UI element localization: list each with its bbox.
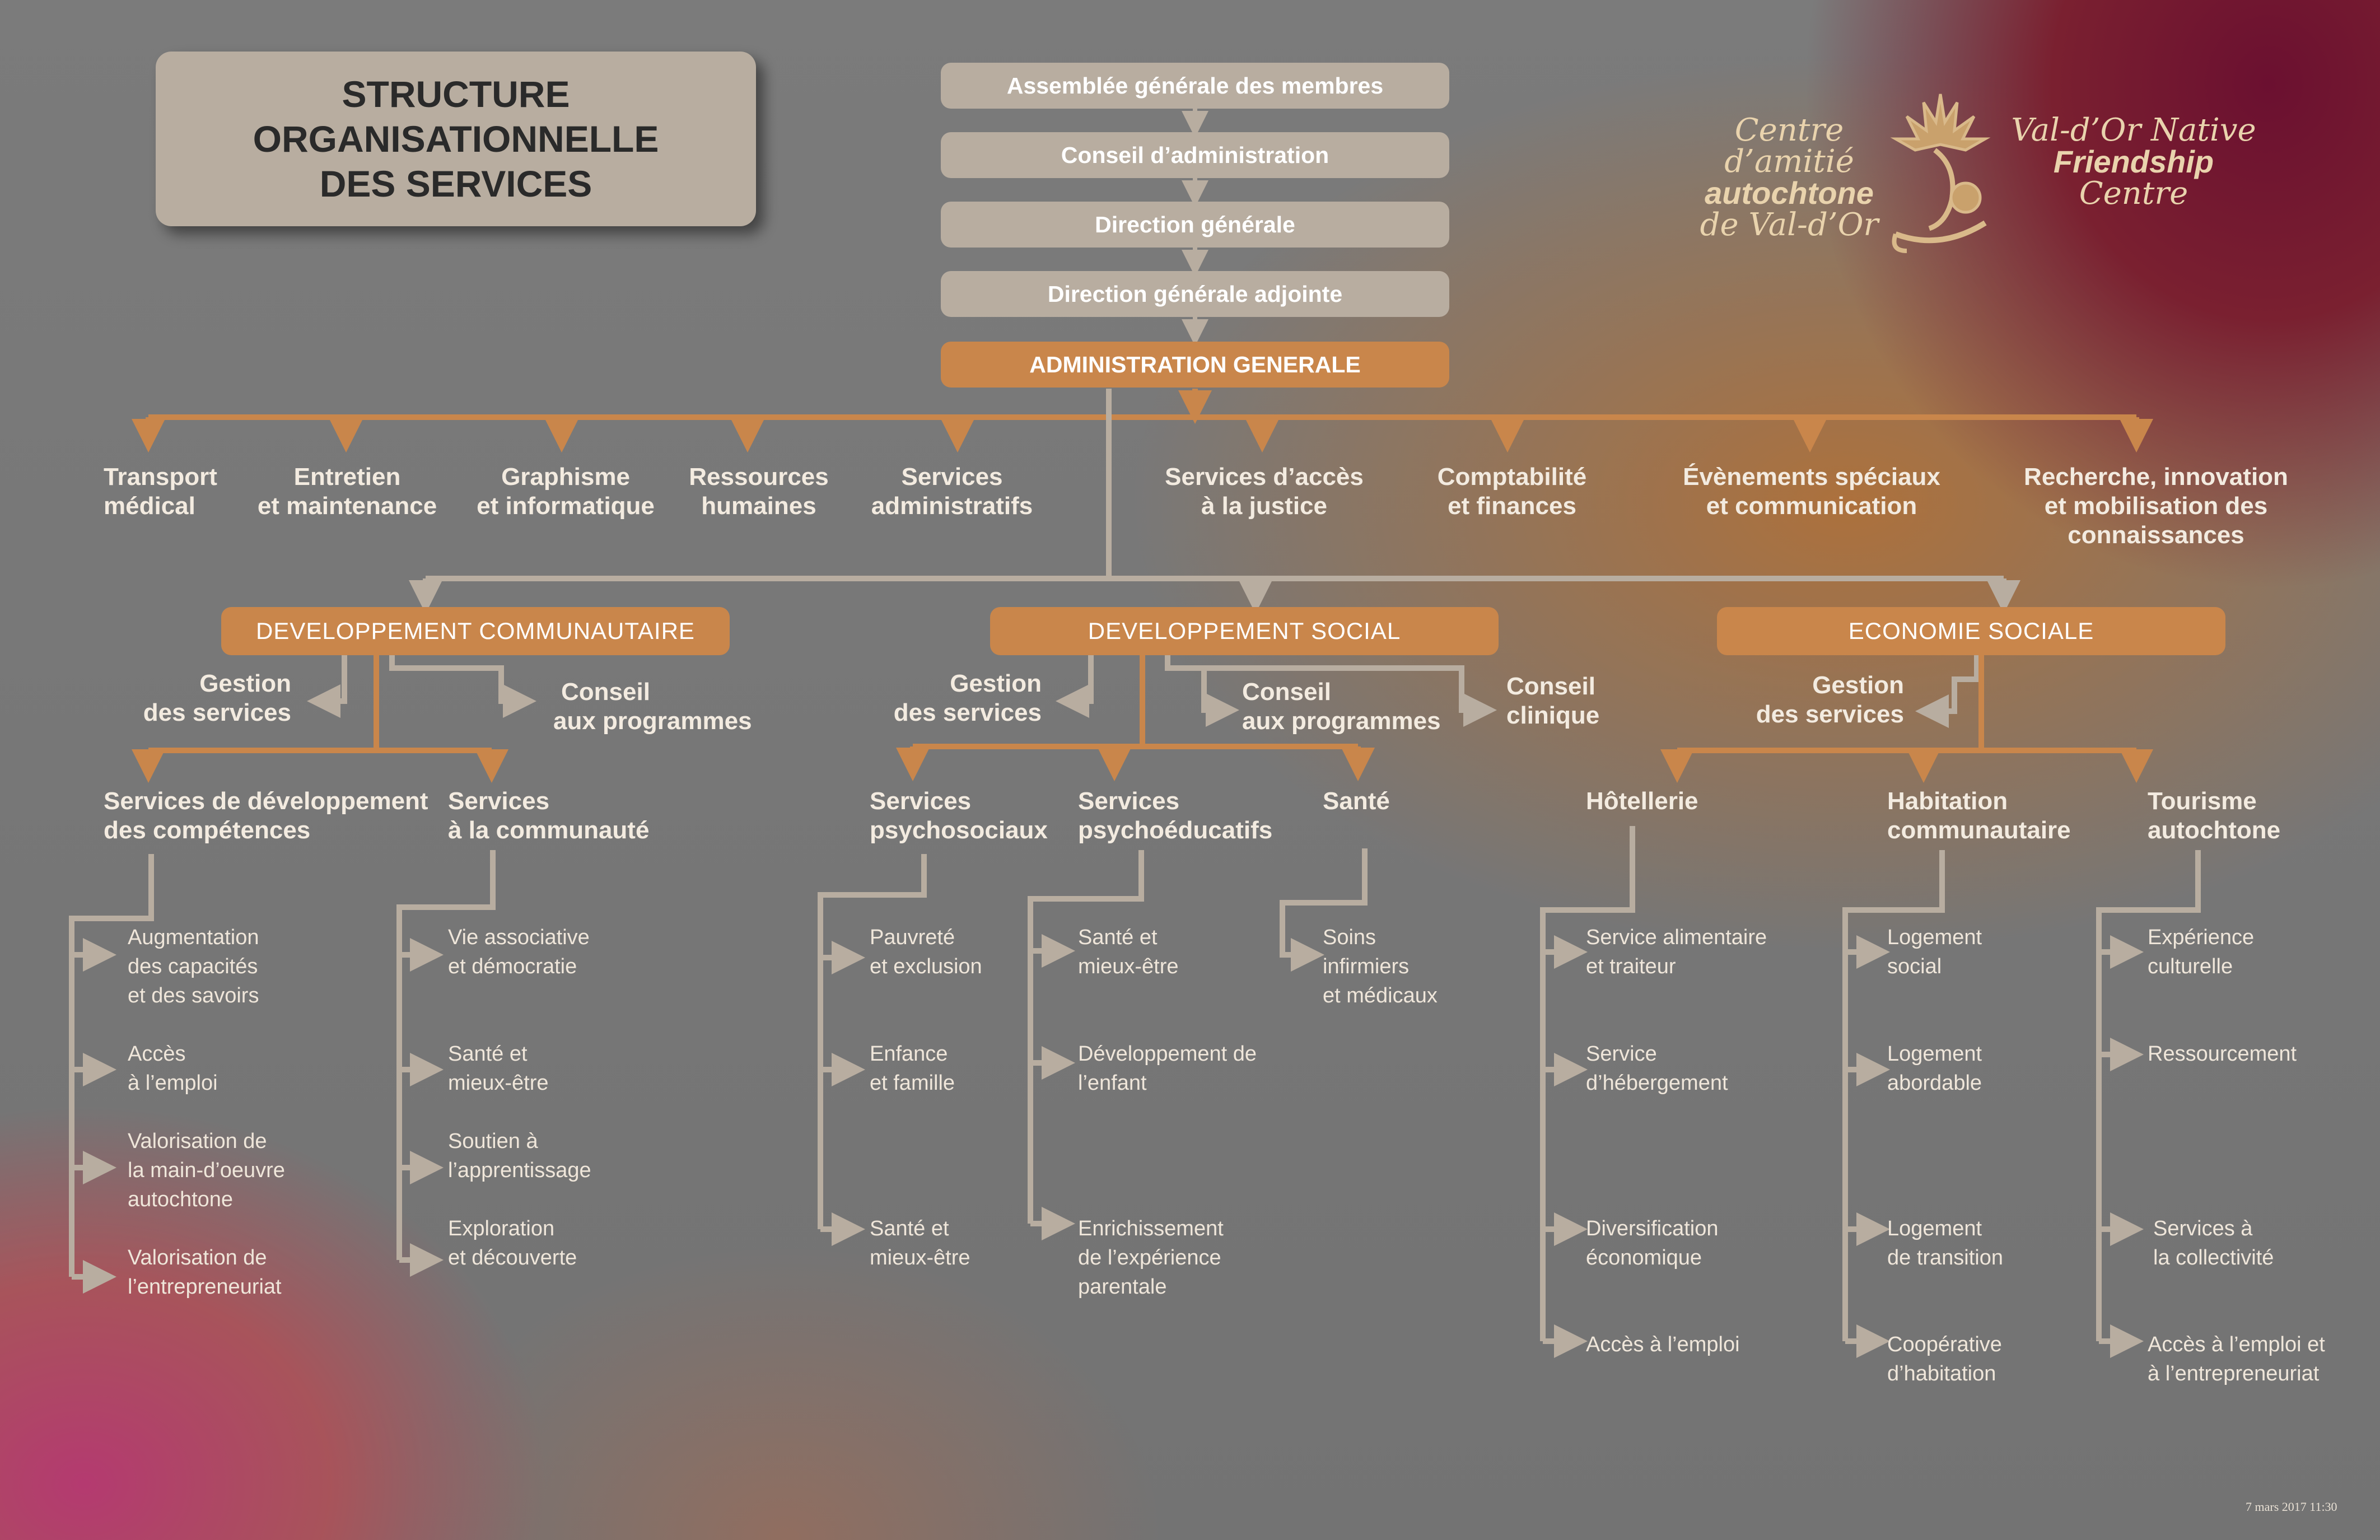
list-item: Accès à l’emploi — [1586, 1333, 1740, 1356]
chart-title-line: STRUCTURE — [342, 73, 570, 115]
logo-fr-line: autochtone — [1705, 175, 1874, 211]
logo-text-fr: Centre d’amitié autochtone de Val-d’Or — [1697, 115, 1882, 241]
chart-title-line: ORGANISATIONNELLE — [253, 118, 659, 160]
node-assemblee-generale: Assemblée générale des membres — [941, 63, 1449, 109]
node-direction-generale: Direction générale — [941, 202, 1449, 248]
logo-en-line: Val-d’Or Native — [2011, 112, 2256, 148]
chart-title-box: STRUCTURE ORGANISATIONNELLE DES SERVICES — [156, 52, 756, 226]
node-administration-generale: ADMINISTRATION GENERALE — [941, 342, 1449, 388]
department-developpement-communautaire: DEVELOPPEMENT COMMUNAUTAIRE — [221, 607, 730, 655]
node-direction-generale-adjointe: Direction générale adjointe — [941, 271, 1449, 317]
logo-text-en: Val-d’Or Native Friendship Centre — [2010, 115, 2257, 209]
department-economie-sociale: ECONOMIE SOCIALE — [1717, 607, 2225, 655]
friendship-centre-emblem-icon — [1890, 94, 1991, 253]
logo-en-line: Friendship — [2053, 144, 2214, 179]
list-item: Services à la collectivité — [2153, 1217, 2274, 1270]
logo-en-line: Centre — [2079, 175, 2188, 212]
list-item: Ressourcement — [2148, 1042, 2297, 1066]
print-date-stamp: 7 mars 2017 11:30 — [2246, 1500, 2337, 1514]
department-developpement-social: DEVELOPPEMENT SOCIAL — [990, 607, 1499, 655]
chart-title-line: DES SERVICES — [319, 163, 592, 204]
node-conseil-administration: Conseil d’administration — [941, 132, 1449, 178]
branch-sante: Santé — [1323, 787, 1390, 815]
logo-fr-line: Centre d’amitié — [1724, 112, 1854, 180]
branch-hotellerie: Hôtellerie — [1586, 787, 1698, 815]
logo-fr-line: de Val-d’Or — [1700, 207, 1879, 243]
